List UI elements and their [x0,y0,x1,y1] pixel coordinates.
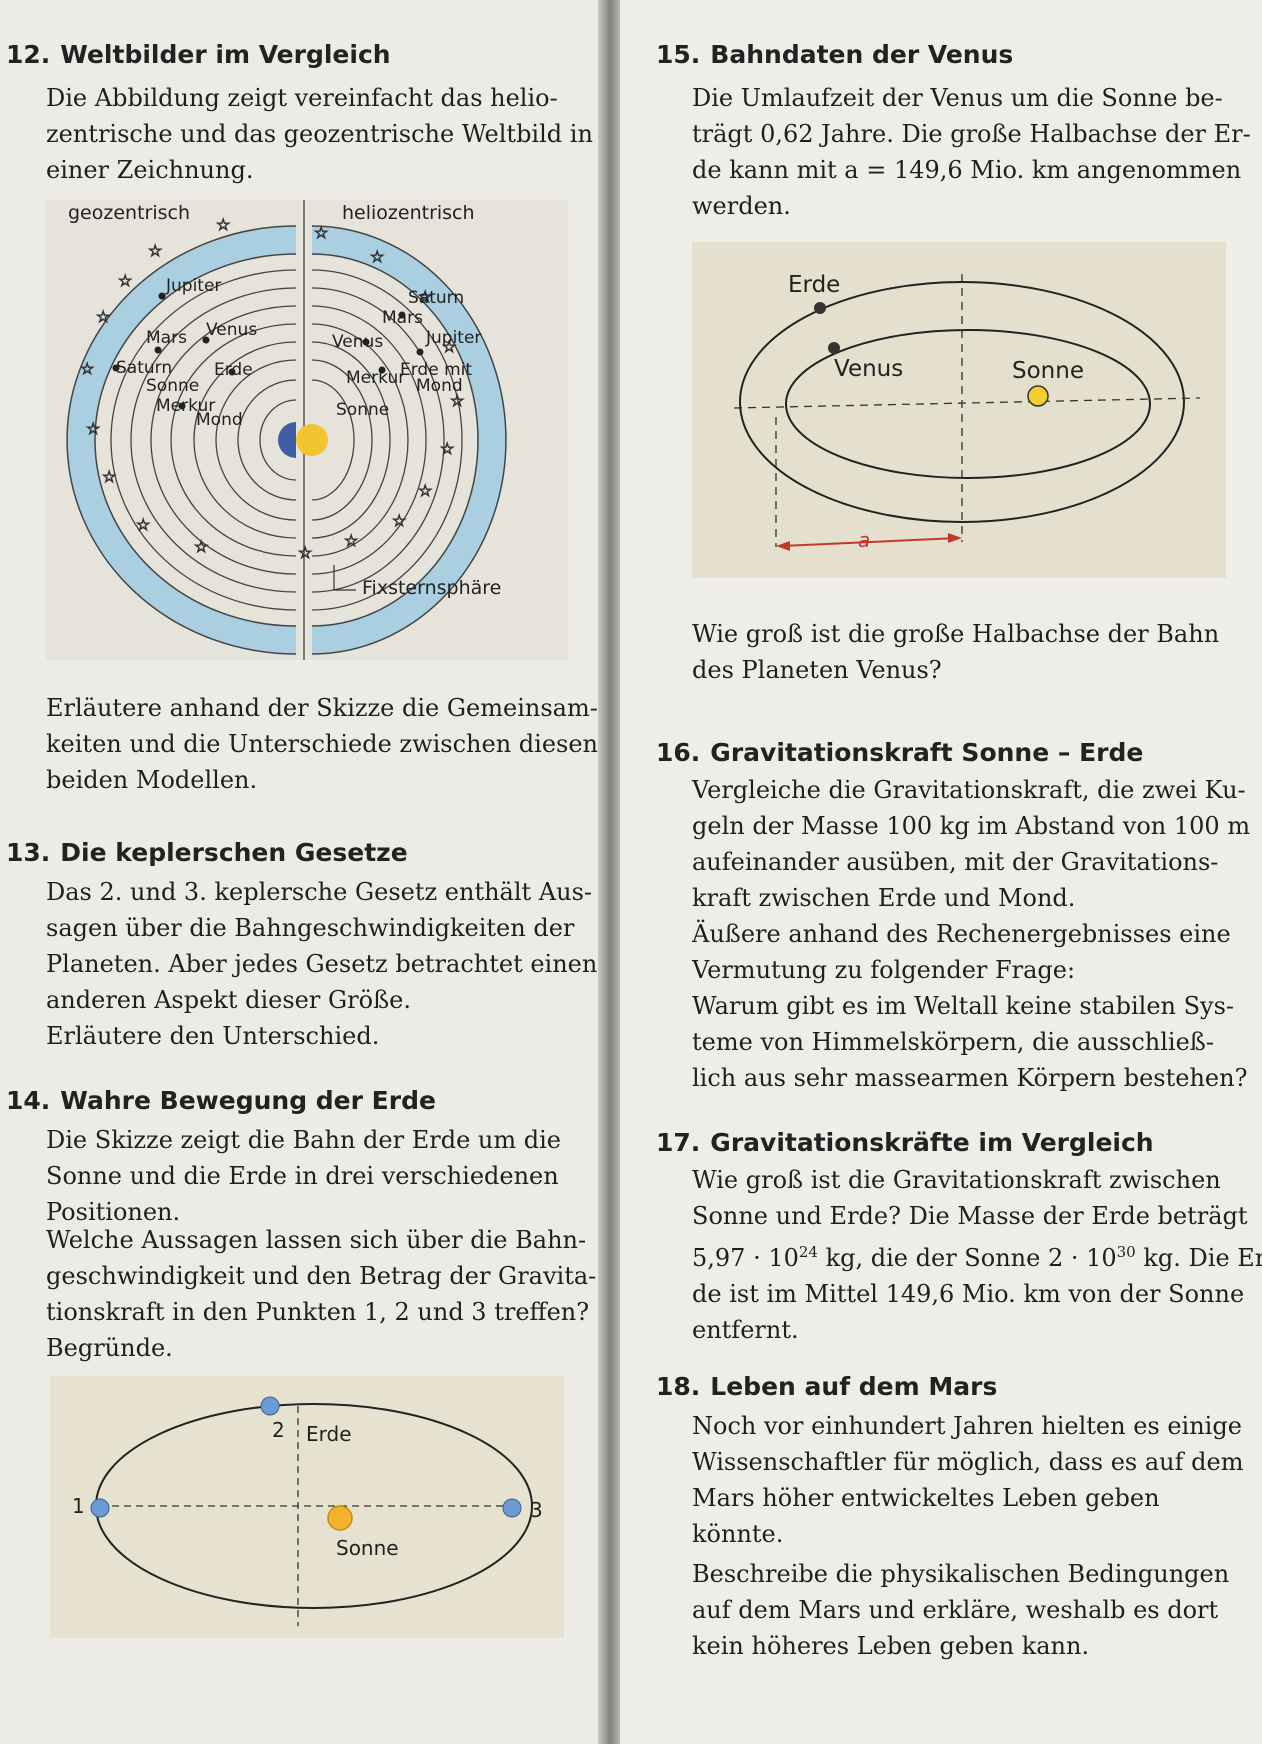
task-15-heading: 15.Bahndaten der Venus [656,40,1014,69]
helio-merkur: Merkur [346,368,406,388]
svg-text:☆: ☆ [194,537,208,556]
helio-jupiter: Jupiter [426,328,482,348]
svg-text:☆: ☆ [418,481,432,500]
task-12-heading: 12.Weltbilder im Vergleich [6,40,391,69]
helio-venus: Venus [332,332,384,352]
helio-mars: Mars [382,308,423,328]
geo-sonne: Sonne [146,376,200,396]
svg-text:☆: ☆ [418,287,432,306]
task-15-text: Die Umlaufzeit der Venus um die Sonne be… [692,84,1251,220]
right-page: 15.Bahndaten der Venus Die Umlaufzeit de… [620,0,1262,1744]
svg-text:☆: ☆ [314,223,328,242]
task-18-question: Beschreibe die physikalischen Bedingunge… [692,1560,1230,1660]
svg-text:☆: ☆ [148,241,162,260]
point-2-label: 2 [272,1418,285,1442]
svg-text:☆: ☆ [442,337,456,356]
earth-orbit-figure: 2 Erde 1 3 Sonne [50,1376,564,1638]
geo-jupiter: Jupiter [166,276,222,296]
geo-venus: Venus [206,320,258,340]
fig15-earth-label: Erde [788,272,841,298]
geo-mond: Mond [196,410,243,430]
svg-text:☆: ☆ [298,543,312,562]
geo-mars: Mars [146,328,187,348]
svg-text:☆: ☆ [216,215,230,234]
svg-text:☆: ☆ [450,391,464,410]
svg-text:☆: ☆ [440,439,454,458]
helio-mond: Mond [416,376,463,396]
fixed-star-sphere-label: Fixsternsphäre [362,577,502,599]
helio-saturn: Saturn [408,288,465,308]
task-14-question: Welche Aussagen lassen sich über die Bah… [46,1226,597,1362]
helio-erde-mit: Erde mit [400,360,473,380]
svg-text:☆: ☆ [118,271,132,290]
worldview-figure: ☆ ☆ ☆ ☆ ☆ ☆ ☆ ☆ ☆ ☆ ☆ ☆ ☆ ☆ ☆ ☆ ☆ ☆ ☆ geozentrisch hel… [46,200,568,660]
venus-orbit-figure: Erde Venus Sonne a [692,242,1226,578]
geo-saturn: Saturn [116,358,173,378]
earth-label: Erde [306,1422,352,1446]
helio-title: heliozentrisch [342,202,475,224]
helio-sonne: Sonne [336,400,390,420]
svg-text:☆: ☆ [392,511,406,530]
svg-text:☆: ☆ [80,359,94,378]
fig15-venus-label: Venus [834,356,904,382]
fig15-sun-label: Sonne [1012,358,1084,384]
geo-erde: Erde [214,360,253,380]
task-13-heading: 13.Die keplerschen Gesetze [6,838,408,867]
task-16-text: Vergleiche die Gravitationskraft, die zw… [692,776,1251,1092]
task-15-question: Wie groß ist die große Halbachse der Bah… [692,620,1220,684]
task-16-heading: 16.Gravitationskraft Sonne – Erde [656,738,1144,767]
task-18-text: Noch vor einhundert Jahren hielten es ei… [692,1412,1244,1548]
task-14-heading: 14.Wahre Bewegung der Erde [6,1086,436,1115]
geo-merkur: Merkur [156,396,216,416]
point-1-label: 1 [72,1494,85,1518]
left-page: 12.Weltbilder im Vergleich Die Abbildung… [0,0,598,1744]
task-14-text: Die Skizze zeigt die Bahn der Erde um di… [46,1126,561,1226]
task-18-heading: 18.Leben auf dem Mars [656,1372,998,1401]
svg-text:☆: ☆ [370,247,384,266]
task-17-heading: 17.Gravitationskräfte im Vergleich [656,1128,1154,1157]
sun-label: Sonne [336,1536,399,1560]
svg-text:☆: ☆ [86,419,100,438]
book-gutter [598,0,620,1744]
svg-text:☆: ☆ [344,531,358,550]
point-3-label: 3 [530,1498,543,1522]
svg-text:☆: ☆ [136,515,150,534]
task-12-intro: Die Abbildung zeigt vereinfacht das heli… [46,84,593,184]
geo-title: geozentrisch [68,202,191,224]
task-12-question: Erläutere anhand der Skizze die Gemeinsa… [46,694,599,794]
task-13-text: Das 2. und 3. keplersche Gesetz enthält … [46,878,598,1050]
svg-text:☆: ☆ [102,467,116,486]
semi-major-axis-label: a [858,528,871,552]
svg-text:☆: ☆ [96,307,110,326]
task-17-text: Wie groß ist die Gravitationskraft zwisc… [692,1166,1262,1344]
